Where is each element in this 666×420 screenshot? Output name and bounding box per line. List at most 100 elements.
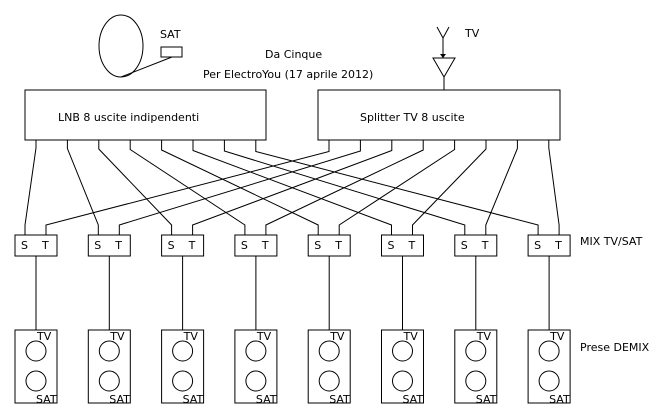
tv-socket-icon bbox=[538, 340, 560, 362]
mixer-port-s: S bbox=[388, 239, 395, 252]
outlet-sat-label: SAT bbox=[36, 393, 57, 406]
outlet-tv-label: TV bbox=[549, 330, 565, 343]
tv-cable bbox=[45, 140, 330, 235]
mixer-port-s: S bbox=[241, 239, 248, 252]
lnb-head-icon bbox=[160, 46, 183, 58]
arrow-icon bbox=[440, 54, 446, 58]
tv-antenna: TV bbox=[432, 26, 480, 90]
sat-cable bbox=[192, 140, 392, 235]
outlet-tv-label: TV bbox=[109, 330, 125, 343]
mixer-box bbox=[527, 234, 571, 257]
outlet: TV SAT bbox=[87, 329, 131, 406]
sat-cable bbox=[129, 140, 246, 235]
tv-cable bbox=[338, 140, 456, 235]
sat-cable bbox=[161, 140, 319, 235]
outlet: TV SAT bbox=[234, 329, 278, 406]
amplifier-icon bbox=[432, 57, 456, 78]
sat-socket-icon bbox=[25, 370, 47, 392]
mixer-port-t: T bbox=[334, 239, 342, 252]
outlet-box bbox=[87, 329, 131, 404]
tv-cable bbox=[485, 140, 518, 235]
sat-socket-icon bbox=[172, 370, 194, 392]
mixer-port-t: T bbox=[261, 239, 269, 252]
outlet-sat-label: SAT bbox=[403, 393, 424, 406]
mixer-port-s: S bbox=[461, 239, 468, 252]
outlet-tv-label: TV bbox=[183, 330, 199, 343]
mixer-port-t: T bbox=[554, 239, 562, 252]
mixer-box bbox=[87, 234, 131, 257]
outlet: TV SAT bbox=[307, 329, 351, 406]
sat-label: SAT bbox=[160, 28, 181, 41]
sat-cable bbox=[66, 140, 99, 235]
tv-socket-icon bbox=[392, 340, 413, 362]
tv-socket-icon bbox=[318, 340, 340, 362]
antenna-icon bbox=[436, 26, 444, 39]
mix-label: MIX TV/SAT bbox=[580, 235, 643, 248]
outlet: TV SAT bbox=[161, 329, 205, 406]
mixer-box bbox=[14, 234, 58, 257]
mixer-box bbox=[307, 234, 351, 257]
tv-label: TV bbox=[464, 27, 480, 40]
author-text: Da Cinque bbox=[265, 48, 322, 61]
mixer-port-s: S bbox=[534, 239, 541, 252]
outlet-tv-label: TV bbox=[256, 330, 272, 343]
outlet-tv-label: TV bbox=[476, 330, 492, 343]
subtitle-text: Per ElectroYou (17 aprile 2012) bbox=[203, 68, 373, 81]
sat-cable bbox=[24, 140, 37, 235]
dish-arm bbox=[120, 56, 173, 78]
mixer-port-s: S bbox=[314, 239, 321, 252]
mixer-box bbox=[234, 234, 278, 257]
outlet: TV SAT bbox=[527, 329, 571, 406]
tv-cable bbox=[548, 140, 560, 235]
mixer-port-s: S bbox=[21, 239, 28, 252]
splitter-label: Splitter TV 8 uscite bbox=[360, 111, 465, 124]
antenna-arm bbox=[442, 26, 450, 39]
sat-socket-icon bbox=[98, 370, 120, 392]
satellite-dish: SAT bbox=[98, 14, 183, 78]
mixer-port-t: T bbox=[41, 239, 49, 252]
sat-cable bbox=[255, 140, 539, 235]
mixer-port-t: T bbox=[481, 239, 489, 252]
outlet: TV SAT bbox=[454, 329, 498, 406]
outlet-sat-label: SAT bbox=[549, 393, 570, 406]
sat-socket-icon bbox=[392, 370, 413, 392]
tv-socket-icon bbox=[245, 340, 267, 362]
outlet-sat-label: SAT bbox=[476, 393, 497, 406]
outlet-sat-label: SAT bbox=[256, 393, 277, 406]
mixer-port-t: T bbox=[188, 239, 196, 252]
outlet-tv-label: TV bbox=[329, 330, 345, 343]
sat-cable bbox=[223, 140, 466, 235]
outlet-tv-label: TV bbox=[36, 330, 52, 343]
dish-icon bbox=[98, 14, 144, 78]
mixer-box bbox=[381, 234, 424, 257]
outlets-row: TV SAT TV SAT TV SAT TV SAT TV SAT TV SAT TV SAT TV SAT bbox=[14, 329, 571, 406]
outlet: TV SAT bbox=[381, 329, 424, 406]
outlet: TV SAT bbox=[14, 329, 58, 406]
mixer-port-s: S bbox=[168, 239, 175, 252]
lnb-box bbox=[24, 89, 267, 141]
mixer-port-t: T bbox=[408, 239, 416, 252]
sat-socket-icon bbox=[245, 370, 267, 392]
outlet-sat-label: SAT bbox=[109, 393, 130, 406]
mixer-port-s: S bbox=[94, 239, 101, 252]
outlet-sat-label: SAT bbox=[183, 393, 204, 406]
sat-socket-icon bbox=[465, 370, 487, 392]
outlet-tv-label: TV bbox=[403, 330, 419, 343]
sat-cable bbox=[98, 140, 173, 235]
tv-cable bbox=[412, 140, 487, 235]
mixer-box bbox=[161, 234, 205, 257]
mixer-box bbox=[454, 234, 498, 257]
outlet-sat-label: SAT bbox=[329, 393, 350, 406]
mixer-port-t: T bbox=[114, 239, 122, 252]
tv-socket-icon bbox=[172, 340, 194, 362]
tv-socket-icon bbox=[25, 340, 47, 362]
